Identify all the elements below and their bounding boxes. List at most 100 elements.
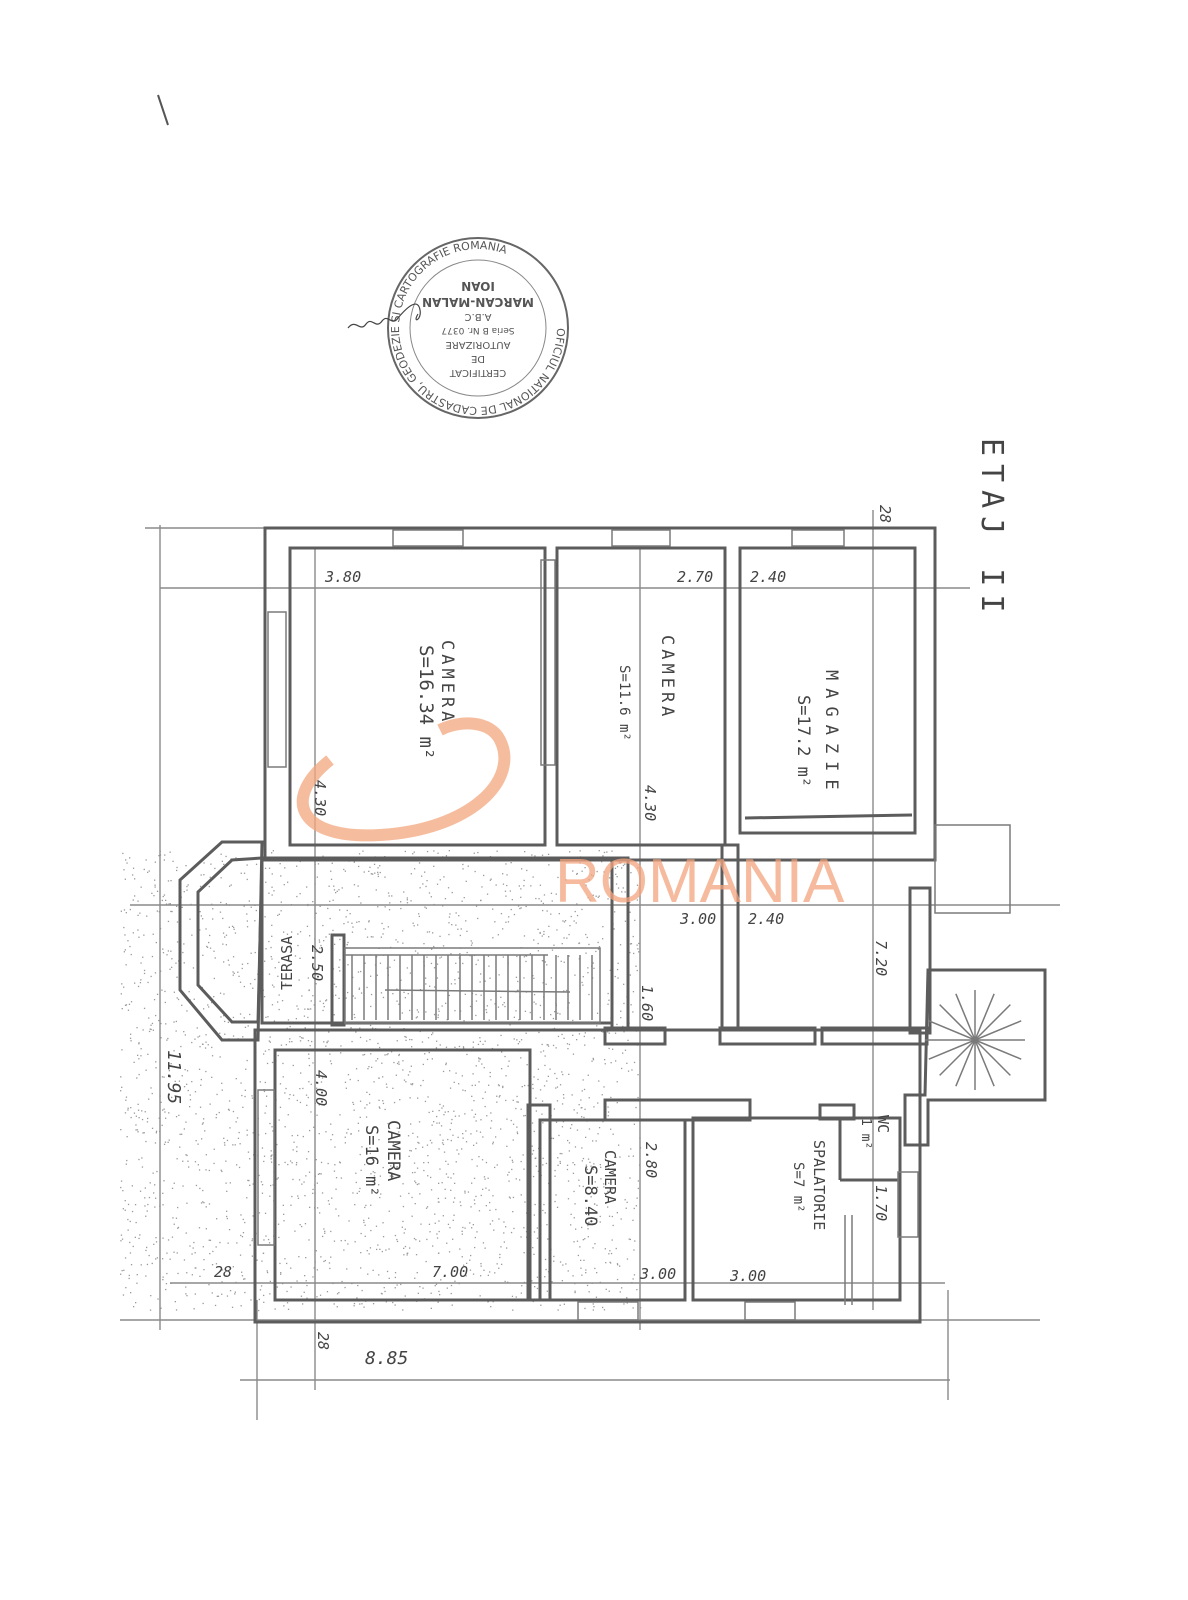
speck: [596, 1204, 598, 1206]
speck: [175, 1217, 178, 1219]
speck: [395, 939, 397, 941]
speck: [437, 852, 439, 854]
speck: [333, 1170, 336, 1172]
speck: [437, 1014, 439, 1016]
speck: [494, 921, 496, 923]
speck: [215, 1263, 218, 1265]
speck: [569, 1127, 572, 1129]
walls-top-block: [263, 526, 1011, 914]
speck: [291, 1195, 293, 1198]
speck: [404, 1295, 406, 1297]
speck: [523, 1227, 525, 1229]
speck: [515, 1296, 517, 1298]
speck: [323, 940, 325, 942]
speck: [165, 1023, 167, 1025]
speck: [268, 973, 271, 975]
speck: [146, 915, 148, 917]
speck: [202, 1122, 204, 1124]
speck: [470, 1206, 472, 1208]
speck: [396, 1127, 398, 1129]
speck: [479, 981, 481, 983]
speck: [324, 1259, 326, 1262]
speck: [379, 865, 381, 867]
speck: [499, 1256, 501, 1259]
speck: [516, 1132, 519, 1135]
speck: [165, 1288, 167, 1291]
speck: [192, 1247, 194, 1249]
speck: [171, 1096, 173, 1099]
speck: [616, 1102, 618, 1104]
speck: [542, 1122, 544, 1124]
speck: [638, 951, 640, 953]
speck: [596, 1012, 599, 1014]
speck: [367, 1068, 369, 1070]
speck: [137, 1103, 139, 1105]
speck: [156, 993, 159, 995]
speck: [489, 1271, 491, 1273]
speck: [214, 957, 216, 959]
speck: [241, 1271, 243, 1273]
speck: [357, 885, 359, 887]
speck: [539, 1089, 542, 1091]
speck: [232, 1266, 234, 1268]
speck: [432, 1110, 434, 1112]
speck: [202, 1246, 204, 1248]
speck: [355, 1172, 357, 1174]
speck: [433, 850, 435, 852]
dim-text: 28: [876, 505, 894, 523]
speck: [324, 1232, 326, 1234]
speck: [216, 1218, 218, 1220]
speck: [325, 999, 328, 1001]
speck: [561, 943, 563, 945]
speck: [627, 1070, 630, 1072]
speck: [338, 997, 340, 999]
speck: [252, 1183, 254, 1185]
speck: [455, 1161, 457, 1163]
room-name: TERASA: [278, 936, 296, 990]
stamp-line: MARCAN-MALAN: [422, 295, 534, 309]
speck: [480, 899, 482, 902]
speck: [344, 1286, 346, 1289]
speck: [489, 879, 491, 881]
speck: [244, 1278, 246, 1280]
speck: [537, 928, 539, 930]
speck: [316, 1269, 318, 1271]
speck: [213, 1162, 215, 1165]
speck: [306, 1284, 308, 1287]
spiral-step: [955, 993, 976, 1041]
speck: [182, 951, 184, 954]
speck: [286, 1262, 288, 1265]
speck: [586, 936, 588, 939]
speck: [417, 1141, 419, 1144]
speck: [509, 1156, 511, 1158]
walls-bottom-block: [253, 1028, 922, 1324]
speck: [615, 873, 617, 875]
speck: [582, 1239, 584, 1241]
speck: [357, 1284, 359, 1287]
speck: [550, 892, 553, 894]
speck: [143, 972, 146, 975]
speck: [401, 1226, 403, 1228]
speck: [120, 993, 122, 995]
speck: [283, 1213, 285, 1215]
speck: [546, 1044, 548, 1046]
speck: [369, 1152, 371, 1155]
speck: [626, 1062, 628, 1064]
speck: [241, 1275, 244, 1277]
speck: [452, 1238, 454, 1240]
speck: [411, 1172, 414, 1174]
speck: [228, 1109, 230, 1111]
speck: [402, 1309, 404, 1311]
speck: [162, 1279, 164, 1281]
speck: [551, 1281, 553, 1283]
speck: [519, 907, 521, 910]
speck: [227, 1108, 230, 1110]
speck: [154, 1206, 156, 1208]
speck: [150, 1028, 152, 1031]
speck: [287, 1019, 290, 1021]
speck: [226, 1217, 228, 1220]
speck: [422, 1079, 424, 1082]
speck: [211, 1001, 213, 1004]
speck: [294, 955, 297, 957]
